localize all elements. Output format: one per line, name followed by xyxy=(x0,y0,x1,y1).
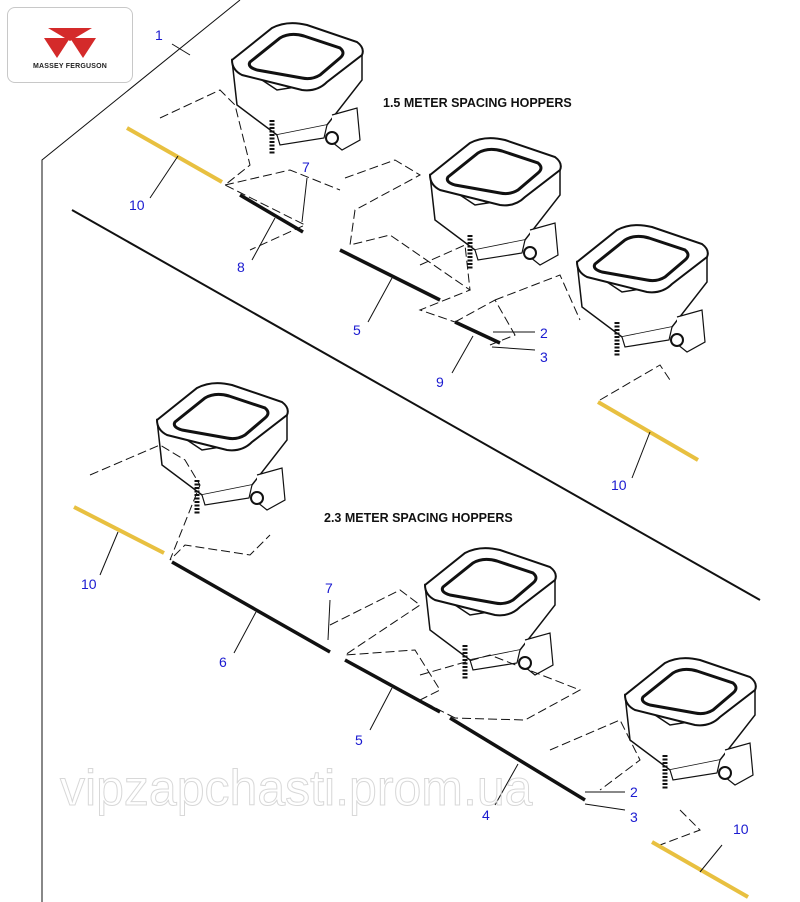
section-title-1-5m: 1.5 METER SPACING HOPPERS xyxy=(383,96,572,110)
callout-3: 3 xyxy=(630,809,638,825)
callout-7: 7 xyxy=(302,159,310,175)
triple-triangle-icon xyxy=(44,28,96,58)
callout-3: 3 xyxy=(540,349,548,365)
massey-ferguson-logo: MASSEY FERGUSON xyxy=(7,7,133,83)
shaft-8 xyxy=(239,193,304,234)
callout-5: 5 xyxy=(355,732,363,748)
shaft-9 xyxy=(454,320,501,345)
rod-10 xyxy=(126,126,223,184)
callout-2: 2 xyxy=(540,325,548,341)
hopper xyxy=(575,224,709,357)
callout-6: 6 xyxy=(219,654,227,670)
frame-line xyxy=(41,0,241,902)
hopper xyxy=(428,137,562,270)
hopper xyxy=(623,657,757,790)
section-divider xyxy=(71,209,761,601)
hopper xyxy=(230,22,364,155)
callout-10: 10 xyxy=(733,821,749,837)
shaft-5-bottom xyxy=(344,658,441,714)
shaft-5-top xyxy=(339,248,441,302)
shaft-6 xyxy=(171,560,331,654)
callout-10: 10 xyxy=(81,576,97,592)
callout-8: 8 xyxy=(237,259,245,275)
shaft-4 xyxy=(449,716,586,802)
rod-10 xyxy=(596,400,700,462)
dashed-connectors xyxy=(89,89,701,846)
callout-4: 4 xyxy=(482,807,490,823)
hopper xyxy=(423,547,557,680)
callout-9: 9 xyxy=(436,374,444,390)
callout-1: 1 xyxy=(155,27,163,43)
leader-lines xyxy=(99,43,723,873)
callout-10: 10 xyxy=(611,477,627,493)
callout-2: 2 xyxy=(630,784,638,800)
rod-10 xyxy=(651,840,749,899)
rod-10 xyxy=(73,505,165,555)
logo-brand-text: MASSEY FERGUSON xyxy=(32,63,108,70)
section-title-2-3m: 2.3 METER SPACING HOPPERS xyxy=(324,511,513,525)
hoppers xyxy=(155,22,757,790)
watermark: vipzapchasti.prom.ua xyxy=(60,760,533,816)
callout-5: 5 xyxy=(353,322,361,338)
hopper xyxy=(155,382,289,515)
rods xyxy=(73,126,749,899)
callout-10: 10 xyxy=(129,197,145,213)
shafts xyxy=(171,193,586,802)
callout-7: 7 xyxy=(325,580,333,596)
